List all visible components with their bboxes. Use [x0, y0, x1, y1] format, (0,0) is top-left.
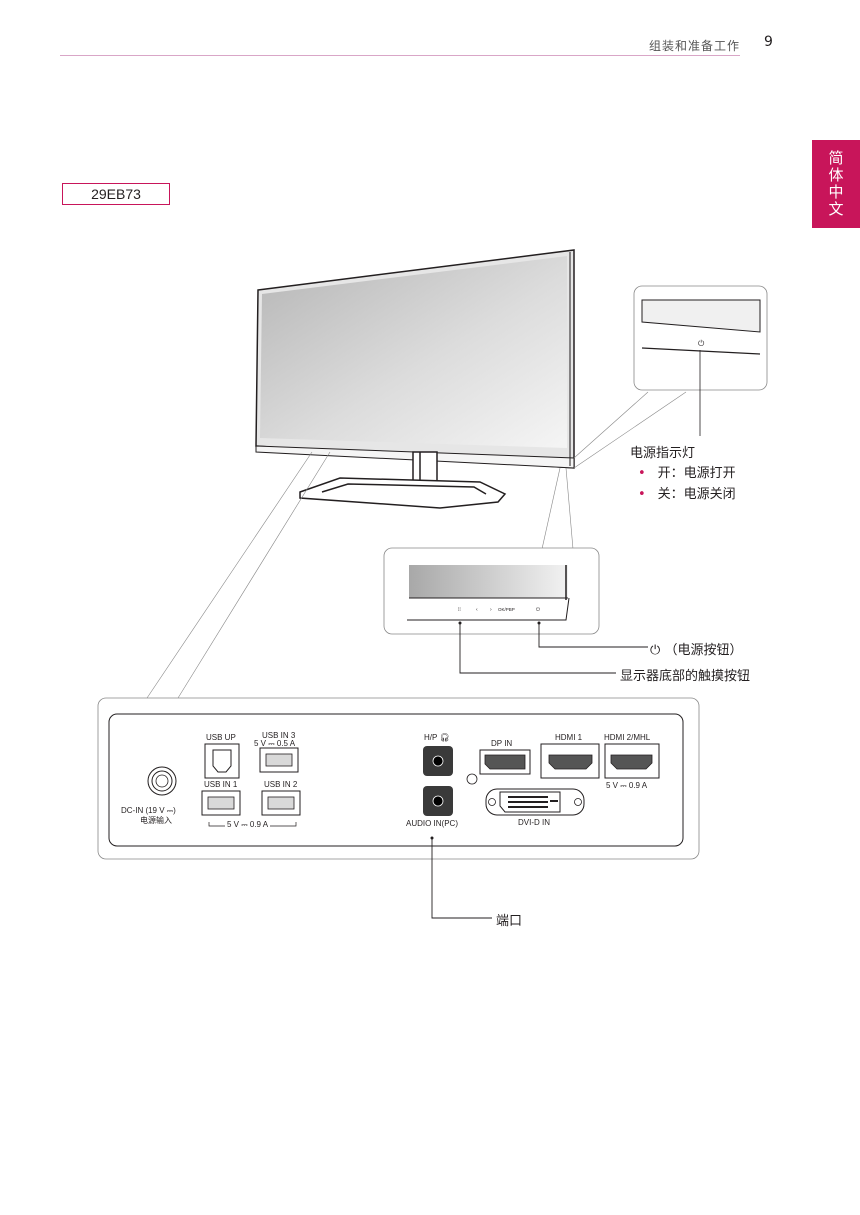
page-number: 9 — [764, 34, 773, 50]
power-button-callout: ⏻ （电源按钮） — [650, 643, 743, 658]
usb-in-2-port — [261, 790, 301, 816]
dvi-port — [485, 788, 585, 816]
button-strip-zoom: ⁞⁞ ‹ › OK/PBP ⏻ — [383, 467, 648, 674]
screw-hole — [466, 773, 478, 785]
right-button[interactable]: › — [490, 607, 492, 613]
headphone-jack — [423, 746, 453, 776]
model-label: 29EB73 — [62, 183, 170, 205]
hdmi-2-port — [604, 743, 660, 779]
usb-in-1-port — [201, 790, 241, 816]
headphone-icon: 🎧︎ — [439, 733, 450, 742]
hdmi-2-label: HDMI 2/MHL — [604, 733, 651, 742]
usb-in-1-label: USB IN 1 — [204, 780, 238, 789]
monitor-screen — [255, 249, 575, 469]
dc-in-port — [147, 766, 177, 796]
usb-in-3-rating: 5 V ⎓ 0.5 A — [254, 739, 296, 748]
power-indicator-on: •开：电源打开 — [638, 466, 736, 481]
section-title: 组装和准备工作 — [648, 39, 740, 53]
power-indicator-zoom: ⏻ — [573, 285, 768, 469]
usb-in-2-label: USB IN 2 — [264, 780, 298, 789]
hp-label: H/P 🎧︎ — [424, 733, 450, 742]
dc-in-sublabel: 电源输入 — [140, 816, 172, 825]
dp-in-label: DP IN — [491, 739, 513, 748]
ok-pbp-button[interactable]: OK/PBP — [498, 607, 515, 612]
hdmi-1-label: HDMI 1 — [555, 733, 583, 742]
dp-in-port — [479, 749, 531, 775]
power-icon: ⏻ — [650, 643, 661, 658]
header-rule — [60, 55, 740, 56]
power-button[interactable]: ⏻ — [536, 607, 540, 613]
left-button[interactable]: ‹ — [476, 607, 478, 613]
usb-up-port — [204, 743, 240, 779]
hdmi-2-rating: 5 V ⎓ 0.9 A — [606, 781, 648, 790]
audio-in-label: AUDIO IN(PC) — [406, 819, 458, 828]
usb-in-3-label: USB IN 3 — [262, 731, 296, 740]
ports-callout: 端口 — [496, 914, 523, 929]
port-panel — [97, 697, 700, 919]
dvi-label: DVI-D IN — [518, 818, 550, 827]
power-indicator-title: 电源指示灯 — [630, 446, 696, 461]
power-symbol-icon: ⏻ — [698, 339, 705, 348]
language-tab: 简体中文 — [812, 140, 860, 228]
usb-in-3-port — [259, 747, 299, 773]
audio-in-jack — [423, 786, 453, 816]
power-indicator-off: •关：电源关闭 — [638, 487, 736, 502]
monitor-stand — [299, 451, 507, 509]
usb-rating: 5 V ⎓ 0.9 A — [225, 820, 271, 830]
hdmi-1-port — [540, 743, 600, 779]
usb-up-label: USB UP — [206, 733, 236, 742]
touch-buttons-callout: 显示器底部的触摸按钮 — [620, 669, 751, 684]
menu-button[interactable]: ⁞⁞ — [458, 607, 461, 613]
dc-in-label: DC-IN (19 V ⎓) — [121, 806, 176, 815]
